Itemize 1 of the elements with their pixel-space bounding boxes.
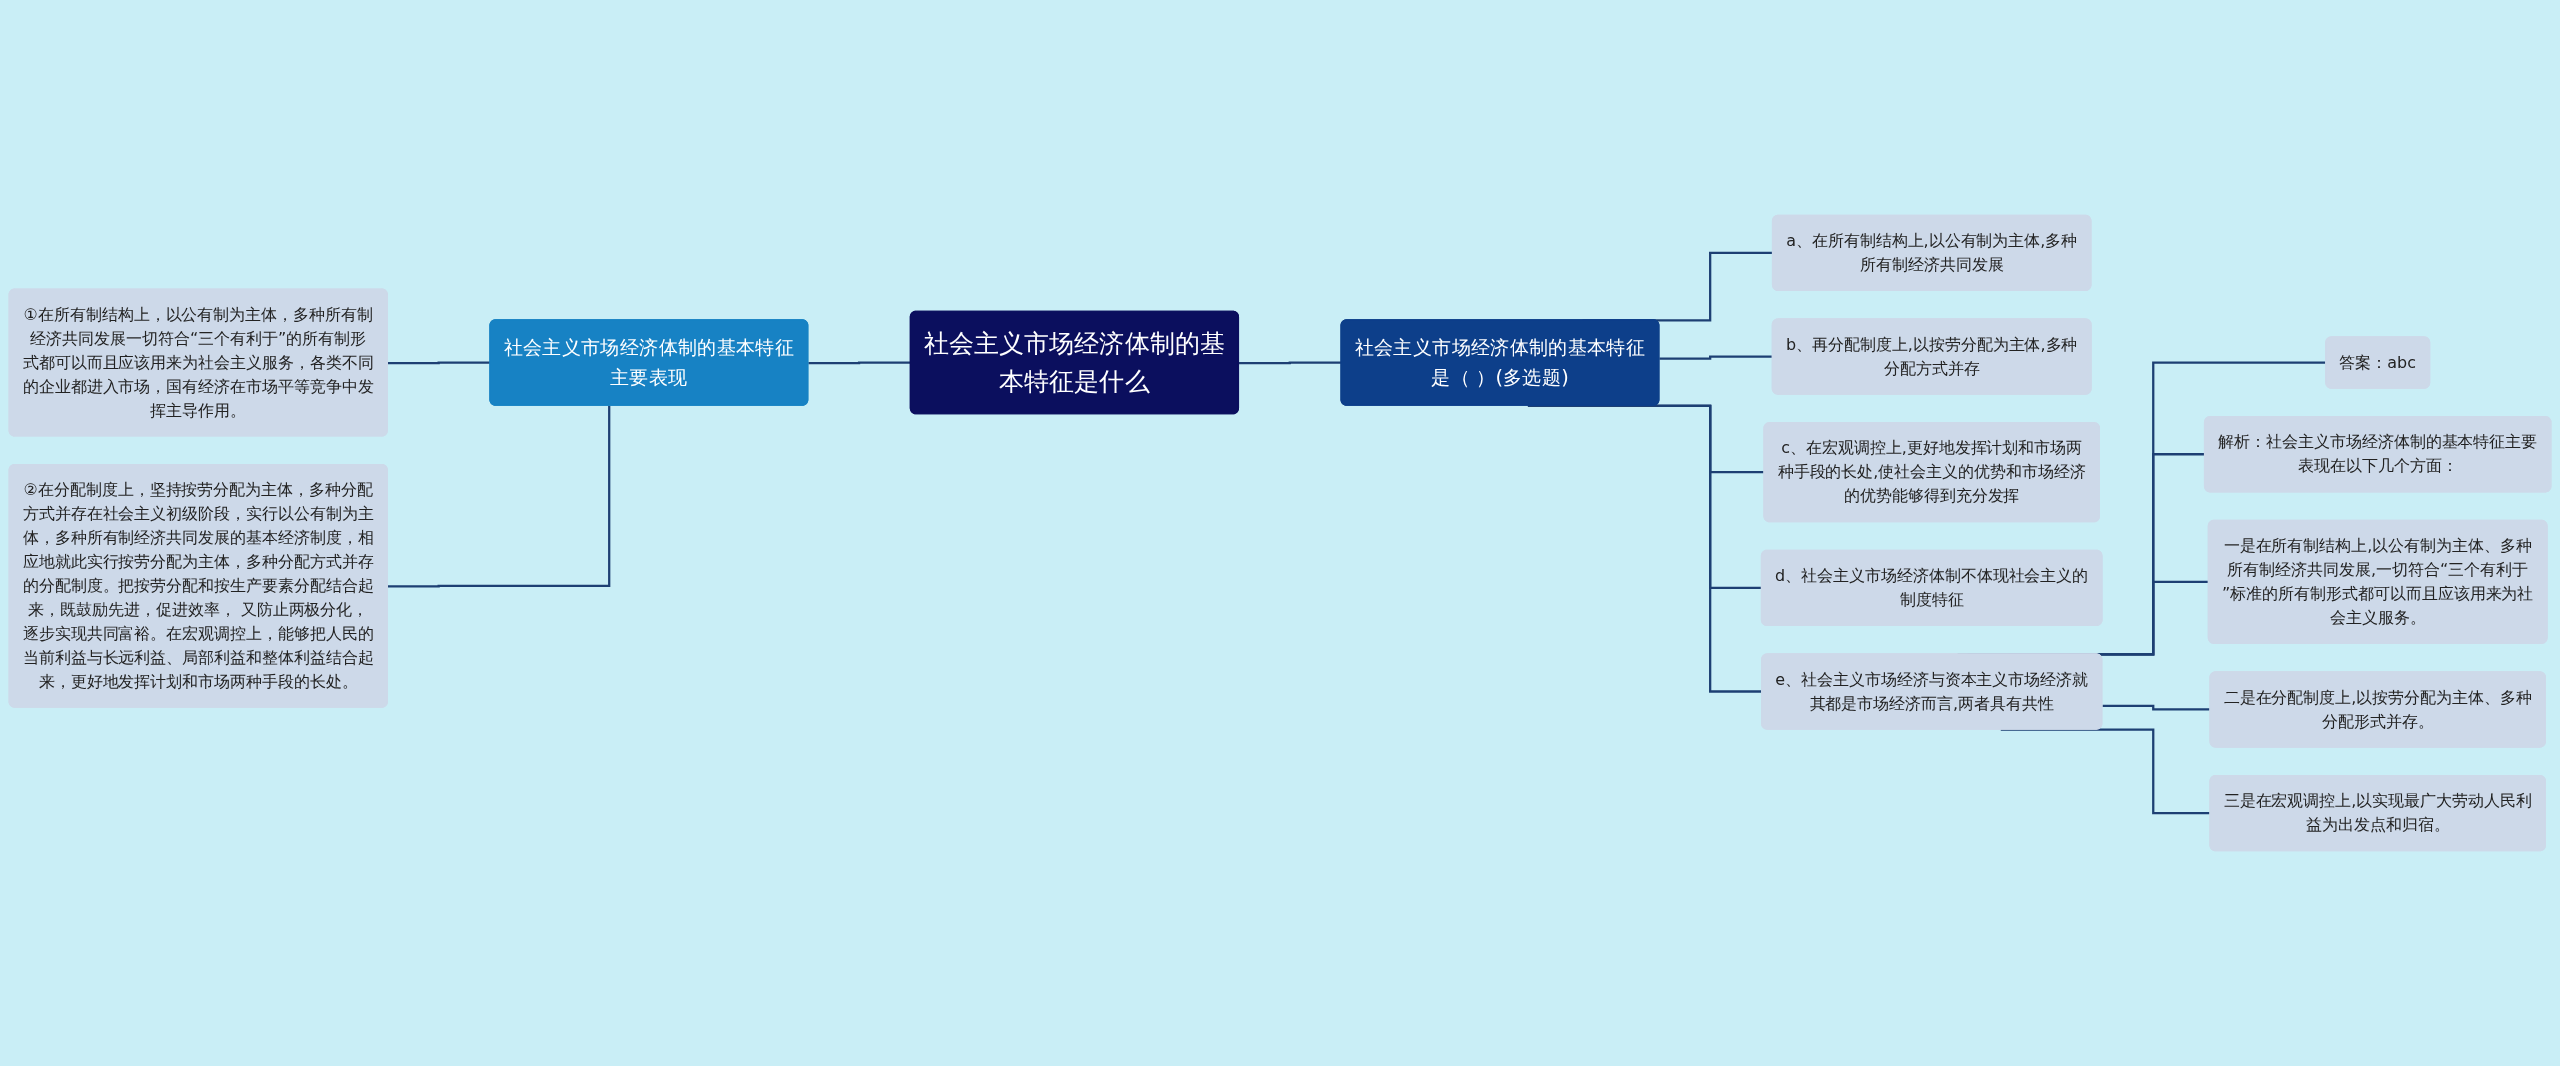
connector bbox=[387, 405, 611, 588]
